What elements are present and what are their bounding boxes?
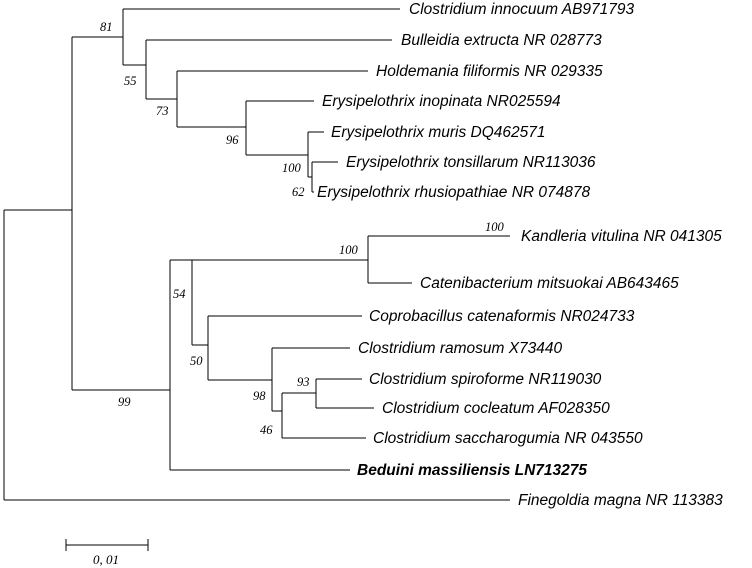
taxon-label: Erysipelothrix inopinata NR025594 [322, 93, 561, 110]
scale-bar-label: 0, 01 [93, 552, 119, 567]
bootstrap-value: 100 [282, 161, 302, 175]
bootstrap-value: 46 [260, 423, 273, 437]
taxon-label: Clostridium innocuum AB971793 [409, 1, 635, 18]
tree-branches [3, 8, 510, 501]
bootstrap-value: 54 [173, 287, 186, 301]
taxon-label: Kandleria vitulina NR 041305 [521, 228, 722, 245]
bootstrap-value: 98 [253, 389, 266, 403]
taxon-labels: Clostridium innocuum AB971793 Bulleidia … [317, 1, 723, 509]
bootstrap-value: 96 [226, 133, 239, 147]
taxon-label: Clostridium ramosum X73440 [358, 340, 563, 357]
bootstrap-value: 81 [100, 20, 113, 34]
bootstrap-value: 73 [156, 104, 169, 118]
taxon-label: Erysipelothrix rhusiopathiae NR 074878 [317, 184, 591, 201]
bootstrap-value: 55 [124, 74, 137, 88]
taxon-label: Clostridium saccharogumia NR 043550 [373, 430, 643, 447]
bootstrap-value: 50 [190, 354, 203, 368]
scale-bar: 0, 01 [65, 539, 149, 567]
taxon-label: Erysipelothrix muris DQ462571 [331, 124, 546, 141]
taxon-label: Erysipelothrix tonsillarum NR113036 [346, 154, 596, 171]
taxon-label: Bulleidia extructa NR 028773 [401, 32, 602, 49]
bootstrap-value: 93 [297, 375, 310, 389]
bootstrap-value: 62 [292, 185, 305, 199]
taxon-label: Clostridium cocleatum AF028350 [382, 400, 610, 417]
taxon-label: Holdemania filiformis NR 029335 [376, 63, 603, 80]
taxon-label: Coprobacillus catenaformis NR024733 [369, 308, 635, 325]
bootstrap-value: 99 [118, 395, 131, 409]
bootstrap-values: 81 55 73 96 100 62 100 100 54 50 98 93 4… [100, 20, 505, 437]
taxon-label: Clostridium spiroforme NR119030 [369, 371, 602, 388]
bootstrap-value: 100 [485, 220, 505, 234]
bootstrap-value: 100 [339, 243, 359, 257]
taxon-label-highlighted: Beduini massiliensis LN713275 [357, 462, 587, 479]
taxon-label: Catenibacterium mitsuokai AB643465 [420, 275, 679, 292]
taxon-label: Finegoldia magna NR 113383 [518, 492, 723, 509]
